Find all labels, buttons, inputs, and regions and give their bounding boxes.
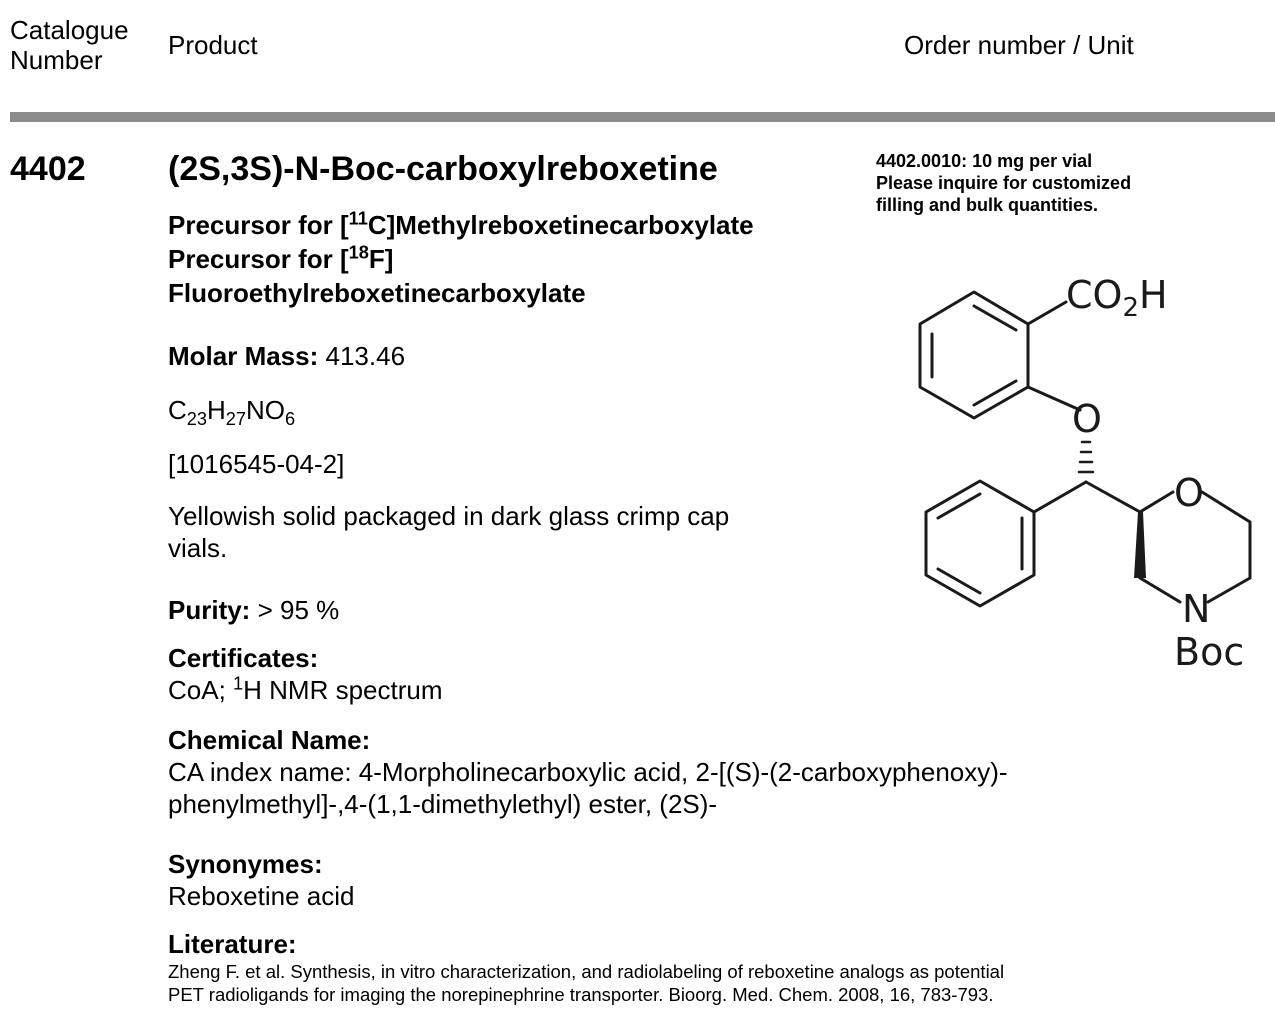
description-line-2: vials. <box>168 533 228 563</box>
synonymes: Synonymes: Reboxetine acid <box>168 848 354 912</box>
formula-no: NO <box>246 395 286 425</box>
precursor1-post: C]Methylreboxetinecarboxylate <box>367 210 754 240</box>
purity: Purity: > 95 % <box>168 594 339 626</box>
order-line-2: Please inquire for customized <box>876 173 1132 193</box>
benzoic-double-bond-2 <box>972 379 1018 407</box>
order-header: Order number / Unit <box>904 30 1134 60</box>
purity-value: > 95 % <box>257 595 340 625</box>
certificates-sup: 1 <box>233 673 244 694</box>
formula-h-count: 27 <box>225 409 247 430</box>
certificates-post: H NMR spectrum <box>243 675 443 705</box>
precursor-line-1: Precursor for [11C]Methylreboxetinecarbo… <box>168 208 754 242</box>
ether-oxygen-label: O <box>1072 397 1102 441</box>
literature-line-1: Zheng F. et al. Synthesis, in vitro char… <box>168 961 1005 982</box>
formula-c: C <box>168 395 187 425</box>
molar-mass: Molar Mass: 413.46 <box>168 340 405 372</box>
benzoic-double-bond-1 <box>972 304 1018 332</box>
phenyl-double-bond-3 <box>936 492 982 520</box>
n-c3-bond <box>1138 576 1182 604</box>
order-info: 4402.0010: 10 mg per vial Please inquire… <box>876 150 1131 216</box>
benzoic-ring <box>918 290 1030 420</box>
certificates-value: CoA; 1H NMR spectrum <box>168 674 443 706</box>
catalogue-header-line1: Catalogue <box>10 15 129 45</box>
chemical-name-label: Chemical Name: <box>168 725 371 755</box>
phenyl-ring <box>924 479 1036 608</box>
order-line-1: 4402.0010: 10 mg per vial <box>876 151 1093 171</box>
certificates-pre: CoA; <box>168 675 234 705</box>
synonymes-value: Reboxetine acid <box>168 881 355 911</box>
precursor1-pre: Precursor for [ <box>168 210 349 240</box>
aryl-ether-bond <box>1026 385 1082 412</box>
chemical-name-line-1: CA index name: 4-Morpholinecarboxylic ac… <box>168 757 1008 787</box>
purity-label: Purity: <box>168 595 251 625</box>
phenyl-double-bond-2 <box>936 567 982 595</box>
chemical-structure: CO2H O O N Boc <box>918 273 1252 674</box>
header-divider <box>10 112 1275 122</box>
certificates: Certificates: CoA; 1H NMR spectrum <box>168 642 443 706</box>
wedge-stereo-bond <box>1134 512 1146 578</box>
precursor-line-3: Fluoroethylreboxetinecarboxylate <box>168 278 586 308</box>
description: Yellowish solid packaged in dark glass c… <box>168 500 729 564</box>
product-title: (2S,3S)-N-Boc-carboxylreboxetine <box>168 150 718 188</box>
catalogue-number: 4402 <box>10 150 86 188</box>
precursor2-sup: 18 <box>348 242 369 263</box>
chemical-name: Chemical Name: CA index name: 4-Morpholi… <box>168 724 1008 820</box>
c5-n-bond <box>1206 576 1252 604</box>
literature-line-2: PET radioligands for imaging the norepin… <box>168 984 994 1005</box>
precursor2-pre: Precursor for [ <box>168 244 349 274</box>
molar-mass-label: Molar Mass: <box>168 341 319 371</box>
hashed-stereo-bond <box>1077 440 1095 474</box>
precursor-block: Precursor for [11C]Methylreboxetinecarbo… <box>168 208 754 310</box>
precursor-line-2: Precursor for [18F] <box>168 242 754 276</box>
synonymes-label: Synonymes: <box>168 849 323 879</box>
benzylic-bond <box>1032 480 1088 514</box>
precursor2-post: F] <box>368 244 394 274</box>
certificates-label: Certificates: <box>168 643 319 673</box>
ring-oxygen-label: O <box>1174 471 1204 515</box>
formula-o-count: 6 <box>285 409 296 430</box>
ring-nitrogen-label: N <box>1182 587 1210 631</box>
formula-c-count: 23 <box>186 409 208 430</box>
ch-morpholine-bond <box>1084 480 1142 514</box>
catalogue-number-header: Catalogue Number <box>10 15 129 75</box>
c2-o-bond <box>1138 490 1175 514</box>
cas-number: [1016545-04-2] <box>168 449 345 479</box>
chemical-name-line-2: phenylmethyl]-,4-(1,1-dimethylethyl) est… <box>168 789 718 819</box>
formula-h: H <box>207 395 226 425</box>
precursor1-sup: 11 <box>348 208 368 229</box>
molar-mass-value: 413.46 <box>325 341 406 371</box>
boc-label: Boc <box>1174 630 1244 674</box>
o-c6-bond <box>1200 490 1252 524</box>
description-line-1: Yellowish solid packaged in dark glass c… <box>168 501 730 531</box>
product-header: Product <box>168 30 258 60</box>
order-line-3: filling and bulk quantities. <box>876 195 1099 215</box>
molecular-formula: C23H27NO6 <box>168 394 296 430</box>
catalogue-header-line2: Number <box>10 45 103 75</box>
carboxyl-bond <box>1026 300 1068 326</box>
literature-reference: Zheng F. et al. Synthesis, in vitro char… <box>168 960 1268 1006</box>
carboxyl-label: CO2H <box>1066 273 1168 323</box>
literature-label: Literature: <box>168 929 297 959</box>
